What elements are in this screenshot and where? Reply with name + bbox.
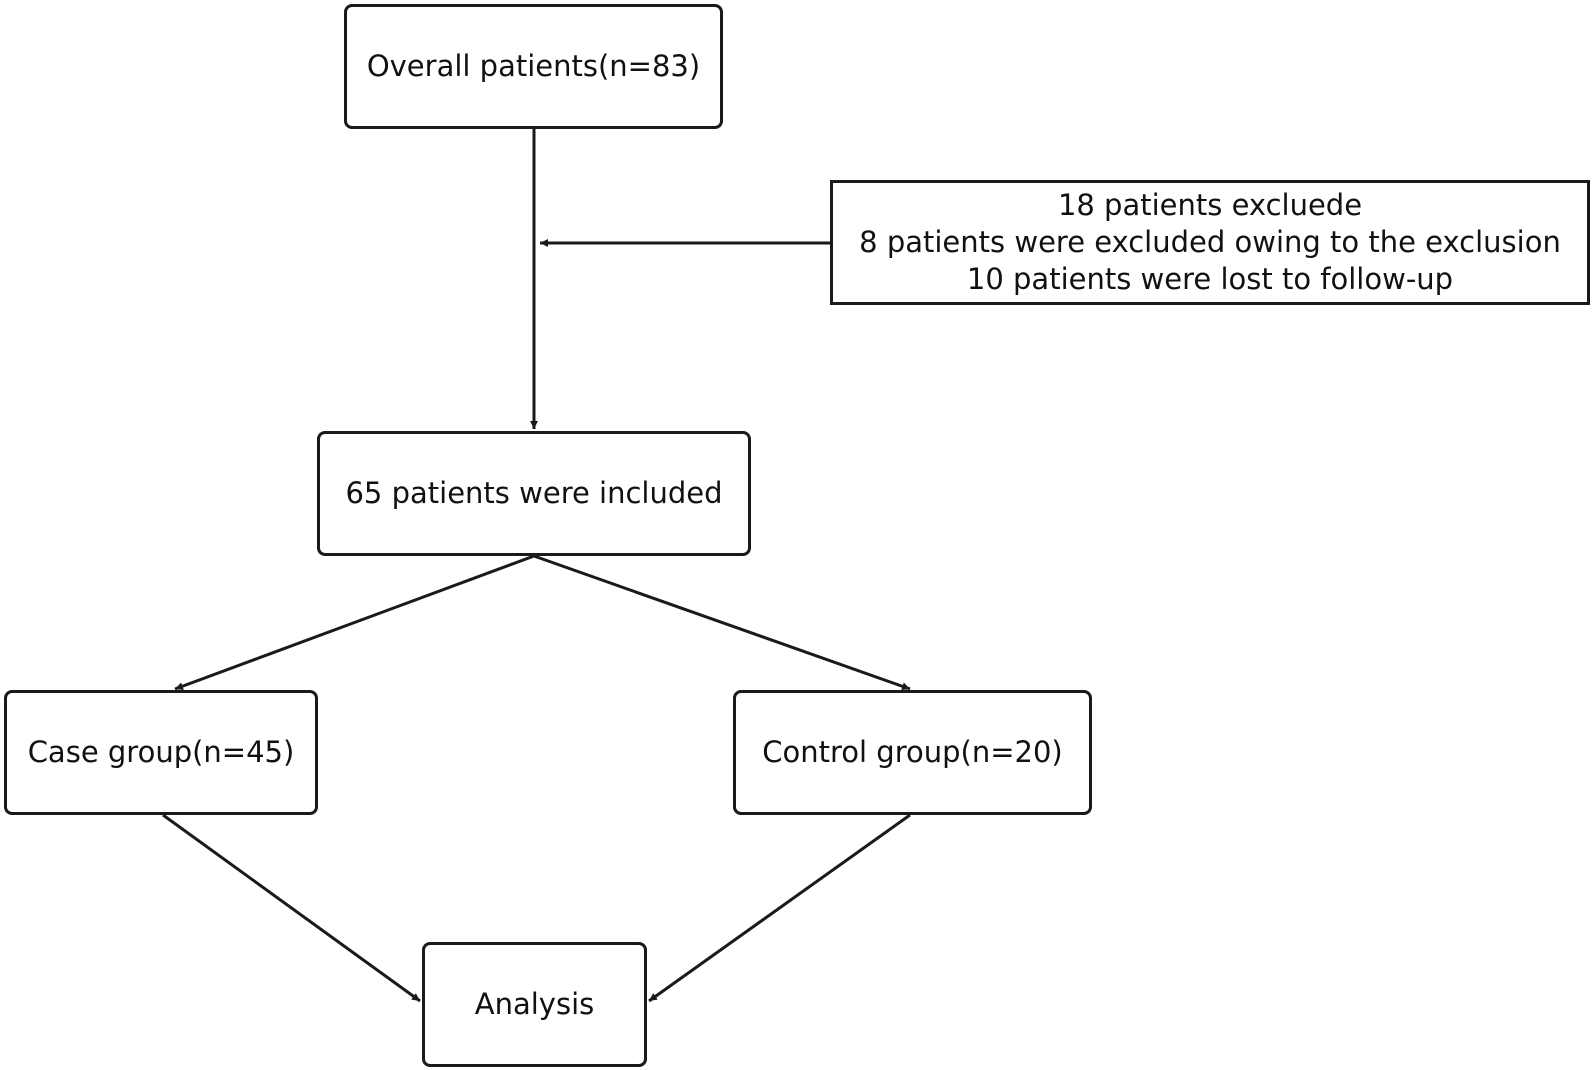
node-case-group-label: Case group(n=45) <box>27 735 295 770</box>
node-included-patients-label: 65 patients were included <box>345 476 723 511</box>
arrow-included-to-control <box>533 554 911 691</box>
node-case-group: Case group(n=45) <box>4 690 318 815</box>
arrow-case-to-analysis <box>162 813 421 1003</box>
node-overall-patients-label: Overall patients(n=83) <box>366 49 701 84</box>
arrow-included-to-case <box>174 554 535 691</box>
excluded-line-lost-followup: 10 patients were lost to follow-up <box>966 262 1454 296</box>
node-excluded-patients: 18 patients excluede 8 patients were exc… <box>830 180 1590 305</box>
node-overall-patients: Overall patients(n=83) <box>344 4 723 129</box>
node-control-group-label: Control group(n=20) <box>762 735 1063 770</box>
node-control-group: Control group(n=20) <box>733 690 1092 815</box>
node-included-patients: 65 patients were included <box>317 431 751 556</box>
excluded-line-total: 18 patients excluede <box>1057 188 1363 222</box>
node-analysis: Analysis <box>422 942 647 1067</box>
excluded-line-criteria: 8 patients were excluded owing to the ex… <box>859 225 1561 259</box>
node-analysis-label: Analysis <box>474 987 595 1022</box>
arrow-control-to-analysis <box>648 813 911 1003</box>
node-excluded-text: 18 patients excluede 8 patients were exc… <box>859 187 1561 298</box>
